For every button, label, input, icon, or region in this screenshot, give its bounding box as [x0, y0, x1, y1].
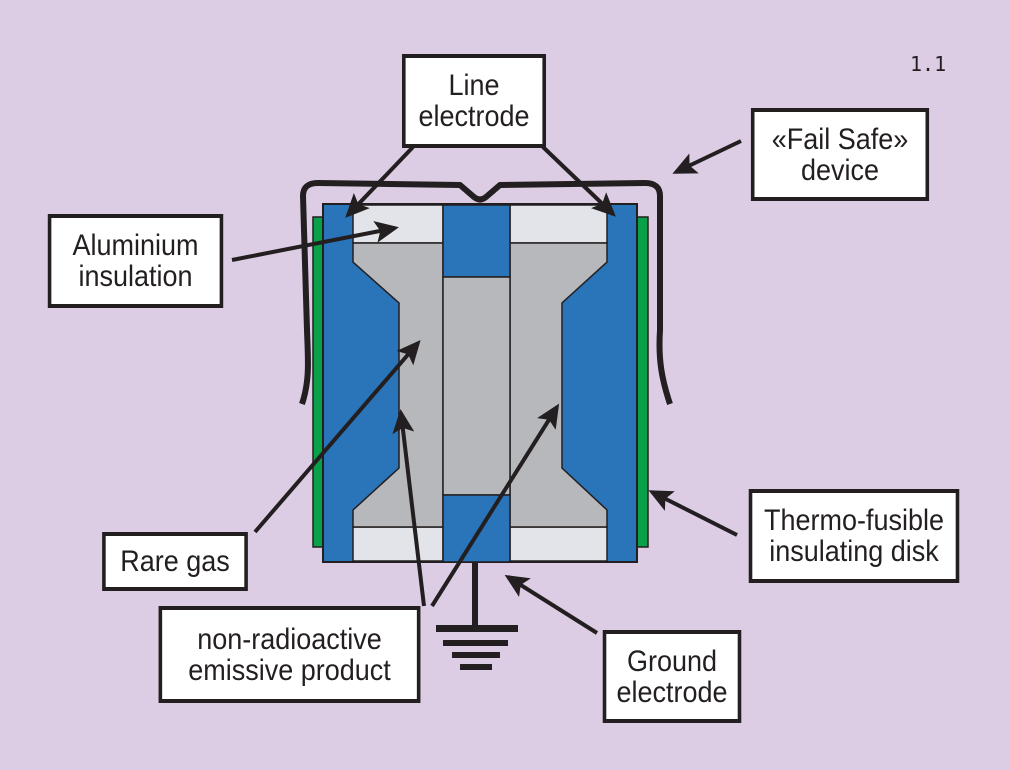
- arrow-emissive-right: [430, 403, 560, 608]
- aluminium-insulation-bottom-right: [509, 526, 608, 562]
- label-emissive-product-text: non-radioactive emissive product: [188, 622, 391, 687]
- aluminium-insulation-top-left: [352, 204, 444, 244]
- rare-gas-chamber-right: [509, 242, 608, 528]
- label-emissive-product: non-radioactive emissive product: [158, 606, 421, 703]
- figure-number: 1.1: [910, 52, 947, 76]
- arrow-thermo-fusible: [648, 490, 738, 537]
- label-ground-electrode-text: Ground electrode: [616, 644, 728, 709]
- arrow-rare-gas: [253, 339, 421, 534]
- label-rare-gas-text: Rare gas: [120, 545, 230, 578]
- label-line-electrode-text: Line electrode: [418, 69, 530, 133]
- aluminium-insulation-bottom-left: [352, 526, 444, 562]
- label-ground-electrode: Ground electrode: [602, 630, 742, 723]
- arrow-aluminium-insulation: [231, 221, 399, 262]
- arrow-line-electrode-left: [345, 145, 415, 218]
- line-electrode-top: [442, 204, 511, 278]
- label-rare-gas: Rare gas: [102, 532, 248, 591]
- arrow-emissive-left: [392, 409, 426, 607]
- label-thermo-fusible-disk: Thermo-fusible insulating disk: [748, 489, 960, 583]
- fail-safe-wire: [299, 180, 673, 405]
- central-gas-column: [442, 276, 511, 496]
- arrow-line-electrode-right: [541, 145, 616, 217]
- aluminium-insulation-top-right: [509, 204, 608, 244]
- arrow-fail-safe: [672, 139, 742, 174]
- arrow-ground-electrode: [504, 574, 599, 635]
- label-fail-safe-text: «Fail Safe» device: [771, 122, 909, 187]
- line-electrode-bottom: [442, 494, 511, 563]
- thermo-fusible-disk-right: [636, 216, 649, 548]
- label-aluminium-insulation: Aluminium insulation: [47, 214, 224, 308]
- thermo-fusible-disk-left: [312, 216, 324, 548]
- label-line-electrode: Line electrode: [402, 54, 546, 148]
- label-aluminium-insulation-text: Aluminium insulation: [72, 229, 199, 293]
- label-thermo-fusible-text: Thermo-fusible insulating disk: [763, 504, 945, 568]
- label-fail-safe-device: «Fail Safe» device: [750, 108, 930, 201]
- ground-symbol-icon: [436, 562, 518, 670]
